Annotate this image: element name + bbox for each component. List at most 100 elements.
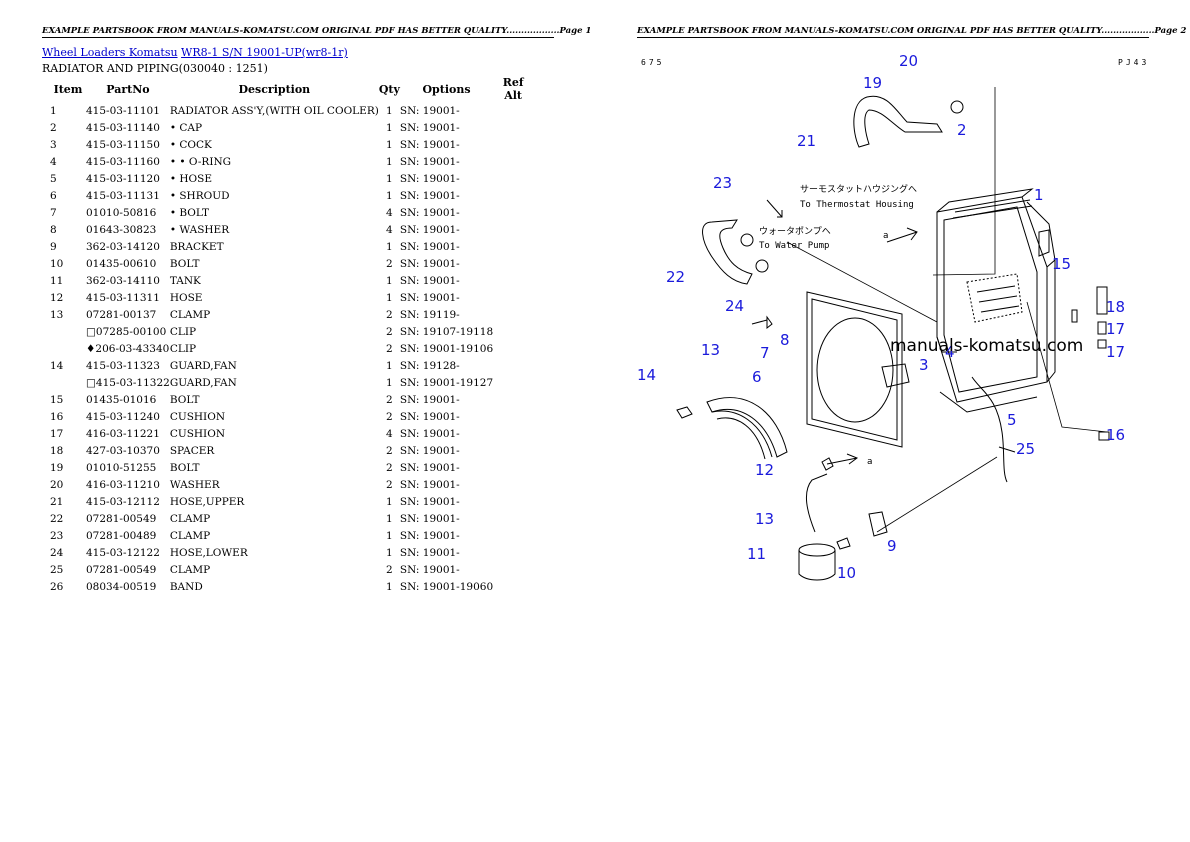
column-header-qty: Qty — [378, 82, 400, 96]
cell-item: 8 — [50, 223, 57, 236]
cell-item: 5 — [50, 172, 57, 185]
upper-hose-drawing — [853, 95, 964, 148]
cell-item: 3 — [50, 138, 57, 151]
cell-options: SN: 19001- — [399, 206, 460, 219]
page-header-text: EXAMPLE PARTSBOOK FROM MANUALS-KOMATSU.C… — [637, 26, 1187, 36]
cell-qty: 4 — [386, 427, 393, 440]
cell-description: BAND — [169, 580, 203, 593]
cell-item: 10 — [50, 257, 64, 270]
note-thermostat-jp: サーモスタットハウジングへ — [800, 183, 917, 195]
cell-qty: 2 — [386, 563, 393, 576]
fan-guard-drawing — [706, 397, 788, 460]
cell-item: 12 — [50, 291, 64, 304]
cell-description: • HOSE — [169, 172, 212, 185]
cell-ref-alt — [493, 408, 533, 425]
cell-qty: 2 — [386, 393, 393, 406]
cell-ref-alt — [493, 187, 533, 204]
callout-22: 22 — [666, 268, 685, 286]
cell-options: SN: 19001-19060 — [399, 580, 494, 593]
cell-qty: 1 — [386, 155, 393, 168]
cell-partno: 415-03-11150 — [86, 138, 160, 151]
cell-options: SN: 19001-19127 — [399, 376, 494, 389]
diagram-code-left: 675 — [641, 58, 665, 67]
cell-partno: 427-03-10370 — [86, 444, 160, 457]
cell-ref-alt — [493, 119, 533, 136]
callout-labels: 1234567891011121313141516171718192021222… — [637, 52, 1125, 582]
cell-item: 14 — [50, 359, 64, 372]
callout-13: 13 — [755, 510, 774, 528]
cell-item: 15 — [50, 393, 64, 406]
cell-description: BRACKET — [169, 240, 224, 253]
cell-description: • COCK — [169, 138, 212, 151]
cell-options: SN: 19119- — [399, 308, 460, 321]
cell-partno: 415-03-11140 — [86, 121, 160, 134]
cell-ref-alt — [493, 510, 533, 527]
cell-partno: 01010-50816 — [86, 206, 157, 219]
cell-qty: 1 — [386, 189, 393, 202]
cell-description: BOLT — [169, 461, 200, 474]
page-header-text: EXAMPLE PARTSBOOK FROM MANUALS-KOMATSU.C… — [42, 26, 592, 36]
header-rule — [42, 37, 554, 38]
cell-ref-alt — [493, 306, 533, 323]
lower-hose-drawing — [702, 219, 769, 285]
cell-item: 24 — [50, 546, 64, 559]
cell-options: SN: 19001- — [399, 257, 460, 270]
diagram-code-right: PJ43 — [1118, 58, 1150, 67]
radiator-drawing — [936, 188, 1056, 413]
cell-qty: 1 — [386, 240, 393, 253]
cell-item: 19 — [50, 461, 64, 474]
callout-3: 3 — [919, 356, 929, 374]
cell-options: SN: 19128- — [399, 359, 460, 372]
cell-qty: 1 — [386, 104, 393, 117]
cell-ref-alt — [493, 561, 533, 578]
cell-options: SN: 19001- — [399, 274, 460, 287]
cell-description: SPACER — [169, 444, 215, 457]
cell-description: CUSHION — [169, 410, 226, 423]
cell-description: CLAMP — [169, 308, 211, 321]
cell-item: 26 — [50, 580, 64, 593]
cell-partno: 415-03-11101 — [86, 104, 160, 117]
cell-ref-alt — [493, 136, 533, 153]
note-water-pump: ウォータポンプへ To Water Pump — [759, 226, 831, 251]
cell-qty: 4 — [386, 223, 393, 236]
page-header-1: EXAMPLE PARTSBOOK FROM MANUALS-KOMATSU.C… — [42, 26, 591, 38]
cell-description: CUSHION — [169, 427, 226, 440]
cell-options: SN: 19001- — [399, 240, 460, 253]
cell-qty: 1 — [386, 546, 393, 559]
cell-qty: 1 — [386, 512, 393, 525]
cell-description: • WASHER — [169, 223, 230, 236]
page-header-2: EXAMPLE PARTSBOOK FROM MANUALS-KOMATSU.C… — [637, 26, 1186, 38]
cell-item — [42, 374, 86, 391]
cell-ref-alt — [493, 425, 533, 442]
cell-item: 20 — [50, 478, 64, 491]
callout-11: 11 — [747, 545, 766, 563]
watermark: manuals-komatsu.com — [890, 336, 1084, 356]
cell-description: GUARD,FAN — [169, 376, 237, 389]
cell-options: SN: 19001- — [399, 189, 460, 202]
cell-options: SN: 19001- — [399, 495, 460, 508]
cell-description: GUARD,FAN — [169, 359, 237, 372]
cell-description: BOLT — [169, 393, 200, 406]
callout-23: 23 — [713, 174, 732, 192]
callout-12: 12 — [755, 461, 774, 479]
cell-options: SN: 19001-19106 — [399, 342, 494, 355]
cell-partno: 01435-01016 — [86, 393, 157, 406]
cell-options: SN: 19001- — [399, 104, 460, 117]
breadcrumb-link-model[interactable]: WR8-1 S/N 19001-UP(wr8-1r) — [181, 46, 348, 59]
cell-partno: 416-03-11221 — [86, 427, 160, 440]
breadcrumb-link-category[interactable]: Wheel Loaders Komatsu — [42, 46, 178, 59]
cell-qty: 1 — [386, 529, 393, 542]
callout-24: 24 — [725, 297, 744, 315]
cell-ref-alt — [493, 459, 533, 476]
cell-item — [42, 340, 86, 357]
